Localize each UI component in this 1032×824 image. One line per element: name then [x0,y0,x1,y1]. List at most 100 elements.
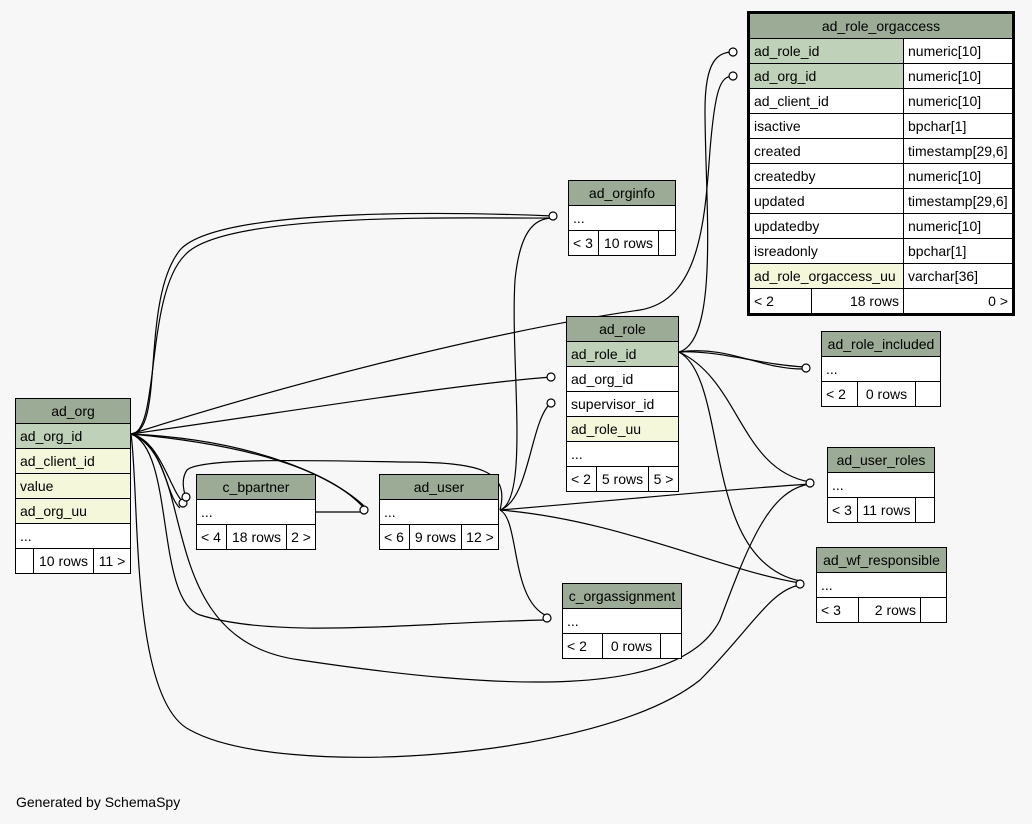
row-count: 18 rows [227,525,287,549]
children-link[interactable]: 5 > [653,471,674,487]
parents-link[interactable]: < 2 [822,382,858,406]
edge-ad-user-c-bpartner [182,459,503,511]
table-header[interactable]: ad_user_roles [828,448,934,473]
edge-ad-user-ad-orginfo [499,217,554,511]
table-row: value [16,474,130,499]
children-link[interactable] [661,634,681,658]
table-header[interactable]: ad_wf_responsible [817,548,946,573]
column-name: ad_org_id [20,428,83,444]
column-name: updatedby [750,214,904,238]
table-ad-role[interactable]: ad_role ad_role_id ad_org_id supervisor_… [566,316,679,492]
edge-marker [801,363,811,373]
edge-ad-role-ad-user-roles [678,351,811,483]
edge-marker [546,372,556,382]
table-header[interactable]: ad_role_orgaccess [750,14,1012,39]
children-link[interactable]: 0 > [988,293,1008,309]
parents-link[interactable]: < 2 [563,634,603,658]
table-row: ... [569,206,675,231]
row-count: 11 rows [858,498,916,522]
parents-link[interactable]: < 3 [817,598,859,622]
edge-marker [805,478,815,488]
column-name: ... [571,446,583,462]
edge-ad-user-c-orgassignment [499,509,548,617]
column-name: ad_org_uu [20,503,87,519]
edge-ad-org-ad-role [130,376,552,435]
column-name: ad_role_id [571,346,637,362]
children-link[interactable]: 11 > [98,553,126,569]
edge-marker [795,579,805,589]
column-type: numeric[10] [904,39,1012,63]
children-link[interactable] [916,498,934,522]
edge-ad-role-ad-role-included-a [678,351,807,368]
table-row: ... [567,442,678,467]
edge-ad-user-ad-user-roles [499,483,811,511]
table-header[interactable]: ad_org [16,399,130,424]
column-type: varchar[36] [904,264,1012,288]
table-header[interactable]: c_bpartner [197,475,315,500]
column-name: isreadonly [750,239,904,263]
edge-ad-role-ad-role-included-b [678,350,807,370]
children-link[interactable] [921,598,946,622]
column-type: bpchar[1] [904,239,1012,263]
table-header[interactable]: ad_role [567,317,678,342]
table-header[interactable]: ad_user [380,475,498,500]
column-name: created [750,139,904,163]
table-header[interactable]: ad_role_included [822,332,940,357]
table-header[interactable]: ad_orginfo [569,181,675,206]
edge-ad-org-ad-user-b [130,433,369,511]
edge-ad-org-ad-user-roles [130,433,811,683]
column-name: createdby [750,164,904,188]
table-row: ad_role_uu [567,417,678,442]
table-row: supervisor_id [567,392,678,417]
table-row: ... [16,524,130,549]
children-link[interactable]: 2 > [291,529,311,545]
column-name: ad_role_id [750,39,904,63]
column-name: updated [750,189,904,213]
column-name: isactive [750,114,904,138]
children-link[interactable] [916,382,940,406]
parents-link[interactable]: < 4 [197,525,227,549]
parents-link[interactable] [16,549,34,573]
edge-ad-user-ad-wf-responsible [499,509,801,584]
column-name: ... [832,477,844,493]
table-row: ad_org_id [567,367,678,392]
column-type: bpchar[1] [904,114,1012,138]
column-name: ... [567,613,579,629]
column-name: ad_role_uu [571,421,642,437]
children-link[interactable]: 12 > [466,529,494,545]
parents-link[interactable]: < 6 [380,525,410,549]
parents-link[interactable]: < 3 [828,498,858,522]
edge-marker [181,492,191,502]
row-count: 0 rows [603,634,661,658]
edge-marker [542,613,552,623]
children-link[interactable] [659,231,675,255]
table-row: ad_org_uu [16,499,130,524]
table-row: ... [197,500,315,525]
table-header[interactable]: c_orgassignment [563,584,681,609]
parents-link[interactable]: < 2 [750,289,812,313]
table-ad-org[interactable]: ad_org ad_org_id ad_client_id value ad_o… [15,398,131,574]
edge-ad-user-ad-role [499,402,552,511]
edge-marker [359,505,369,515]
edge-ad-role-ad-wf-responsible [678,351,801,582]
parents-link[interactable]: < 2 [567,467,597,491]
table-row: ad_client_id [16,449,130,474]
parents-link[interactable]: < 3 [569,231,599,255]
edge-ad-org-c-bpartner [130,433,184,503]
edge-marker [548,211,558,221]
